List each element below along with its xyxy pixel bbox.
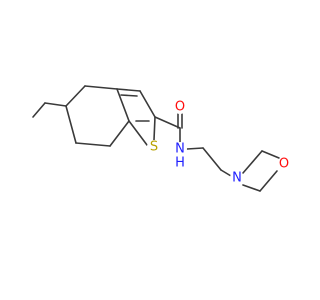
thiophene-bond-c1-s [153,116,156,141]
amide-nitrogen-label: N [175,142,185,157]
atom-label-group: S O N H N O [147,100,291,186]
morph-bond-2 [261,150,280,159]
morph-bond-4 [242,184,261,192]
morph-bond-3 [259,170,278,192]
sulfur-label: S [150,140,158,155]
ethyl-ch2-bond [44,102,67,107]
sulfur-atom: S [147,140,161,155]
thiophene-bond-c2-c1 [139,90,156,118]
morpholine-nitrogen-label: N [232,171,242,186]
linker-bond-1 [186,147,204,150]
carbonyl-oxygen-atom: O [173,100,187,115]
carbonyl-oxygen-label: O [175,100,185,115]
thiophene-bond-s-c7a [128,120,148,146]
ring6-bond-3 [116,88,130,122]
ring6-bond-1 [65,85,86,107]
morpholine-nitrogen-atom: N [230,171,244,186]
ring6-bond-2 [84,85,118,90]
bond-group [32,85,280,192]
ring6-bond-5 [75,142,111,147]
thiophene-double-1 [120,94,138,97]
thiophene-bond-c3-c2 [116,88,141,92]
amide-nitrogen-atom: N H [173,142,187,171]
morpholine-oxygen-label: O [279,157,289,172]
ring6-bond-4 [109,120,130,147]
morph-bond-1 [242,150,263,174]
ring6-bond-6 [65,105,77,144]
amide-c-bond [154,116,181,129]
ethyl-ch3-bond [32,102,46,118]
molecule-structure: S O N H N O [32,85,291,192]
morpholine-oxygen-atom: O [277,157,291,172]
amide-hydrogen-label: H [175,156,185,171]
linker-bond-3 [220,169,232,177]
linker-bond-2 [202,147,222,171]
